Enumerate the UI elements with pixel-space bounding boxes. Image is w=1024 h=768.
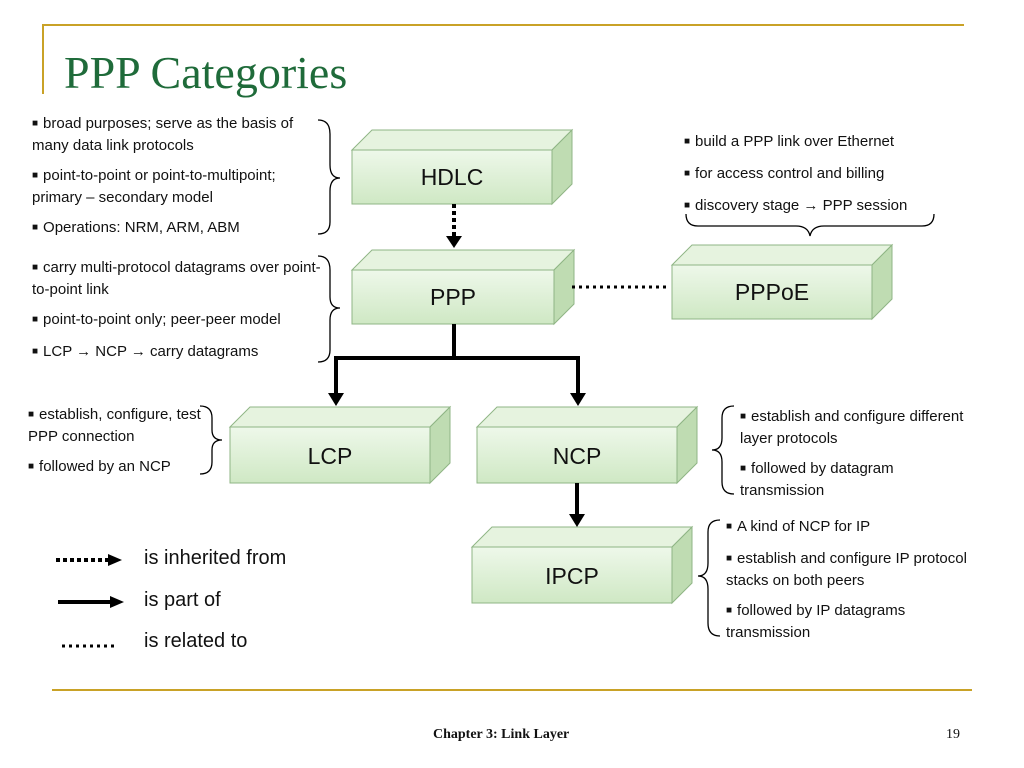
ncp-label: NCP: [553, 443, 602, 469]
legend-part-of-symbol: [58, 596, 124, 608]
legend-inherited-symbol: [56, 554, 122, 566]
part-of-arrows-ppp: [328, 324, 586, 406]
legend-related-label: is related to: [144, 630, 248, 652]
bottom-rule: [52, 689, 972, 691]
hdlc-label: HDLC: [421, 164, 484, 190]
page-number: 19: [946, 727, 960, 742]
pppoe-note-item: discovery stage → PPP session: [684, 196, 964, 218]
ppp-notes: carry multi-protocol datagrams over poin…: [32, 258, 326, 374]
legend-inherited-label: is inherited from: [144, 547, 287, 569]
ipcp-box: IPCP: [470, 525, 694, 605]
ncp-note-item: establish and configure different layer …: [740, 407, 970, 449]
ipcp-note-item: establish and configure IP protocol stac…: [726, 549, 986, 591]
inherit-arrow-ppp-hdlc: [446, 204, 462, 248]
ncp-notes-brace: [711, 405, 735, 495]
lcp-label: LCP: [308, 443, 353, 469]
pppoe-box: PPPoE: [670, 243, 894, 321]
lcp-note-item: followed by an NCP: [28, 457, 204, 479]
part-of-arrow-ipcp-ncp: [569, 483, 585, 527]
hdlc-note-item: point-to-point or point-to-multipoint; p…: [32, 166, 322, 208]
slide-title: PPP Categories: [64, 47, 348, 98]
ppp-box: PPP: [350, 248, 576, 326]
ipcp-note-item: A kind of NCP for IP: [726, 517, 986, 539]
ppp-note-item: carry multi-protocol datagrams over poin…: [32, 258, 326, 300]
pppoe-notes: build a PPP link over Ethernet for acces…: [684, 132, 964, 228]
ppp-notes-brace: [317, 255, 341, 363]
ppp-label: PPP: [430, 284, 476, 310]
hdlc-notes-brace: [317, 119, 341, 235]
pppoe-note-item: for access control and billing: [684, 164, 964, 186]
top-rule: [42, 24, 964, 26]
ipcp-label: IPCP: [545, 563, 599, 589]
ppp-note-item: point-to-point only; peer-peer model: [32, 310, 326, 332]
legend-part-of-label: is part of: [144, 589, 221, 611]
lcp-notes-brace: [199, 405, 223, 475]
pppoe-label: PPPoE: [735, 279, 809, 305]
ncp-note-item: followed by datagram transmission: [740, 459, 970, 501]
ncp-notes: establish and configure different layer …: [740, 407, 970, 511]
pppoe-note-item: build a PPP link over Ethernet: [684, 132, 964, 154]
lcp-notes: establish, configure, test PPP connectio…: [28, 405, 204, 489]
hdlc-box: HDLC: [350, 128, 574, 206]
hdlc-note-item: broad purposes; serve as the basis of ma…: [32, 114, 322, 156]
hdlc-notes: broad purposes; serve as the basis of ma…: [32, 114, 322, 250]
footer-chapter: Chapter 3: Link Layer: [433, 727, 570, 742]
hdlc-note-item: Operations: NRM, ARM, ABM: [32, 218, 322, 240]
lcp-note-item: establish, configure, test PPP connectio…: [28, 405, 204, 447]
left-rule: [42, 24, 44, 94]
lcp-box: LCP: [228, 405, 452, 485]
ppp-note-item: LCP → NCP → carry datagrams: [32, 342, 326, 364]
ipcp-note-item: followed by IP datagrams transmission: [726, 601, 986, 643]
ipcp-notes: A kind of NCP for IP establish and confi…: [726, 517, 986, 653]
ncp-box: NCP: [475, 405, 699, 485]
ipcp-notes-brace: [697, 519, 721, 637]
pppoe-notes-brace: [685, 213, 935, 237]
